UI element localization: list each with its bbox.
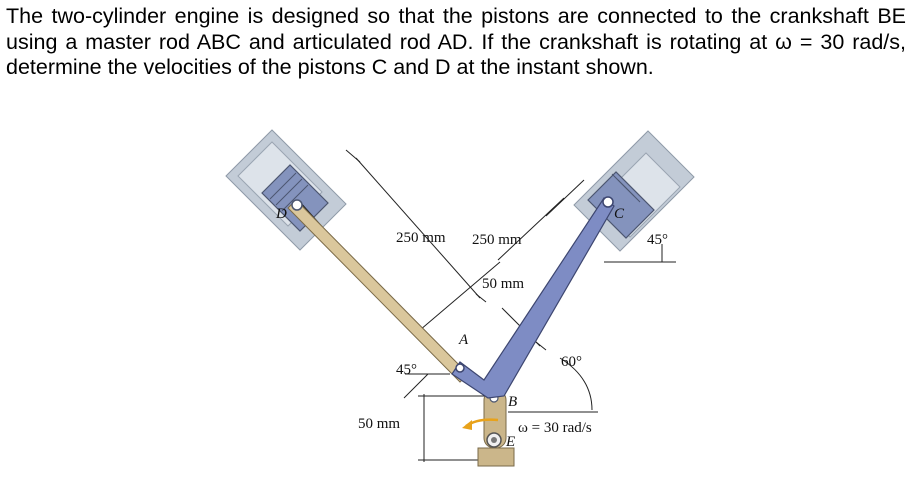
piston-c	[587, 171, 655, 239]
label-a: A	[458, 332, 469, 348]
dim-50-bottom: 50 mm	[358, 416, 400, 432]
master-rod-abc	[451, 196, 615, 399]
label-e: E	[505, 434, 515, 450]
omega-arrow	[462, 418, 499, 430]
label-c: C	[614, 206, 625, 222]
problem-statement: The two-cylinder engine is designed so t…	[6, 4, 906, 79]
angle-60: 60°	[561, 354, 582, 370]
label-d: D	[275, 206, 287, 222]
dim-250-right: 250 mm	[472, 232, 522, 248]
angle-45-left: 45°	[396, 362, 417, 378]
dim-250-left: 250 mm	[396, 230, 446, 246]
dim-50-top: 50 mm	[482, 276, 524, 292]
angle-45-right: 45°	[647, 232, 668, 248]
omega-label: ω = 30 rad/s	[518, 420, 592, 436]
label-b: B	[508, 394, 517, 410]
articulated-rod-ad	[287, 199, 469, 383]
